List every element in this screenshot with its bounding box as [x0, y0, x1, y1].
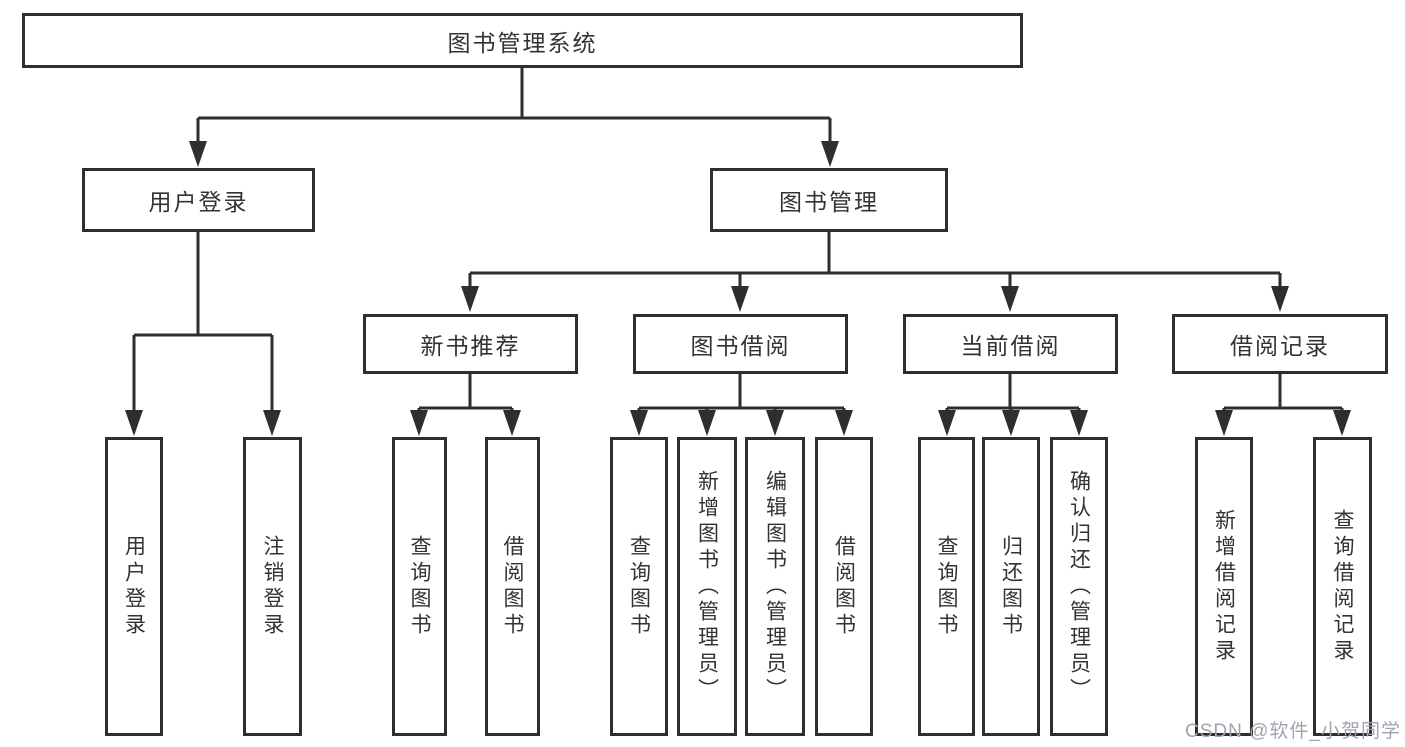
leaf-borrow-books-2: 借阅图书 [815, 437, 873, 736]
leaf-user-login: 用户登录 [105, 437, 163, 736]
leaf-add-book-admin: 新增图书（管理员） [677, 437, 737, 736]
leaf-query-books-2: 查询图书 [610, 437, 668, 736]
leaf-confirm-return-admin: 确认归还（管理员） [1050, 437, 1108, 736]
watermark-text: CSDN @软件_小贺同学 [1185, 721, 1401, 742]
node-new-book-recommend: 新书推荐 [363, 314, 578, 374]
leaf-query-borrow-record: 查询借阅记录 [1313, 437, 1372, 736]
leaf-return-books: 归还图书 [982, 437, 1040, 736]
leaf-edit-book-admin: 编辑图书（管理员） [745, 437, 805, 736]
leaf-query-books-3: 查询图书 [918, 437, 975, 736]
leaf-add-borrow-record: 新增借阅记录 [1195, 437, 1253, 736]
leaf-logout: 注销登录 [243, 437, 302, 736]
leaf-query-books-1: 查询图书 [392, 437, 447, 736]
node-user-login: 用户登录 [82, 168, 315, 232]
node-root: 图书管理系统 [22, 13, 1023, 68]
node-borrow-records: 借阅记录 [1172, 314, 1388, 374]
node-current-borrow: 当前借阅 [903, 314, 1118, 374]
leaf-borrow-books-1: 借阅图书 [485, 437, 540, 736]
node-book-borrow: 图书借阅 [633, 314, 848, 374]
node-book-management: 图书管理 [710, 168, 948, 232]
